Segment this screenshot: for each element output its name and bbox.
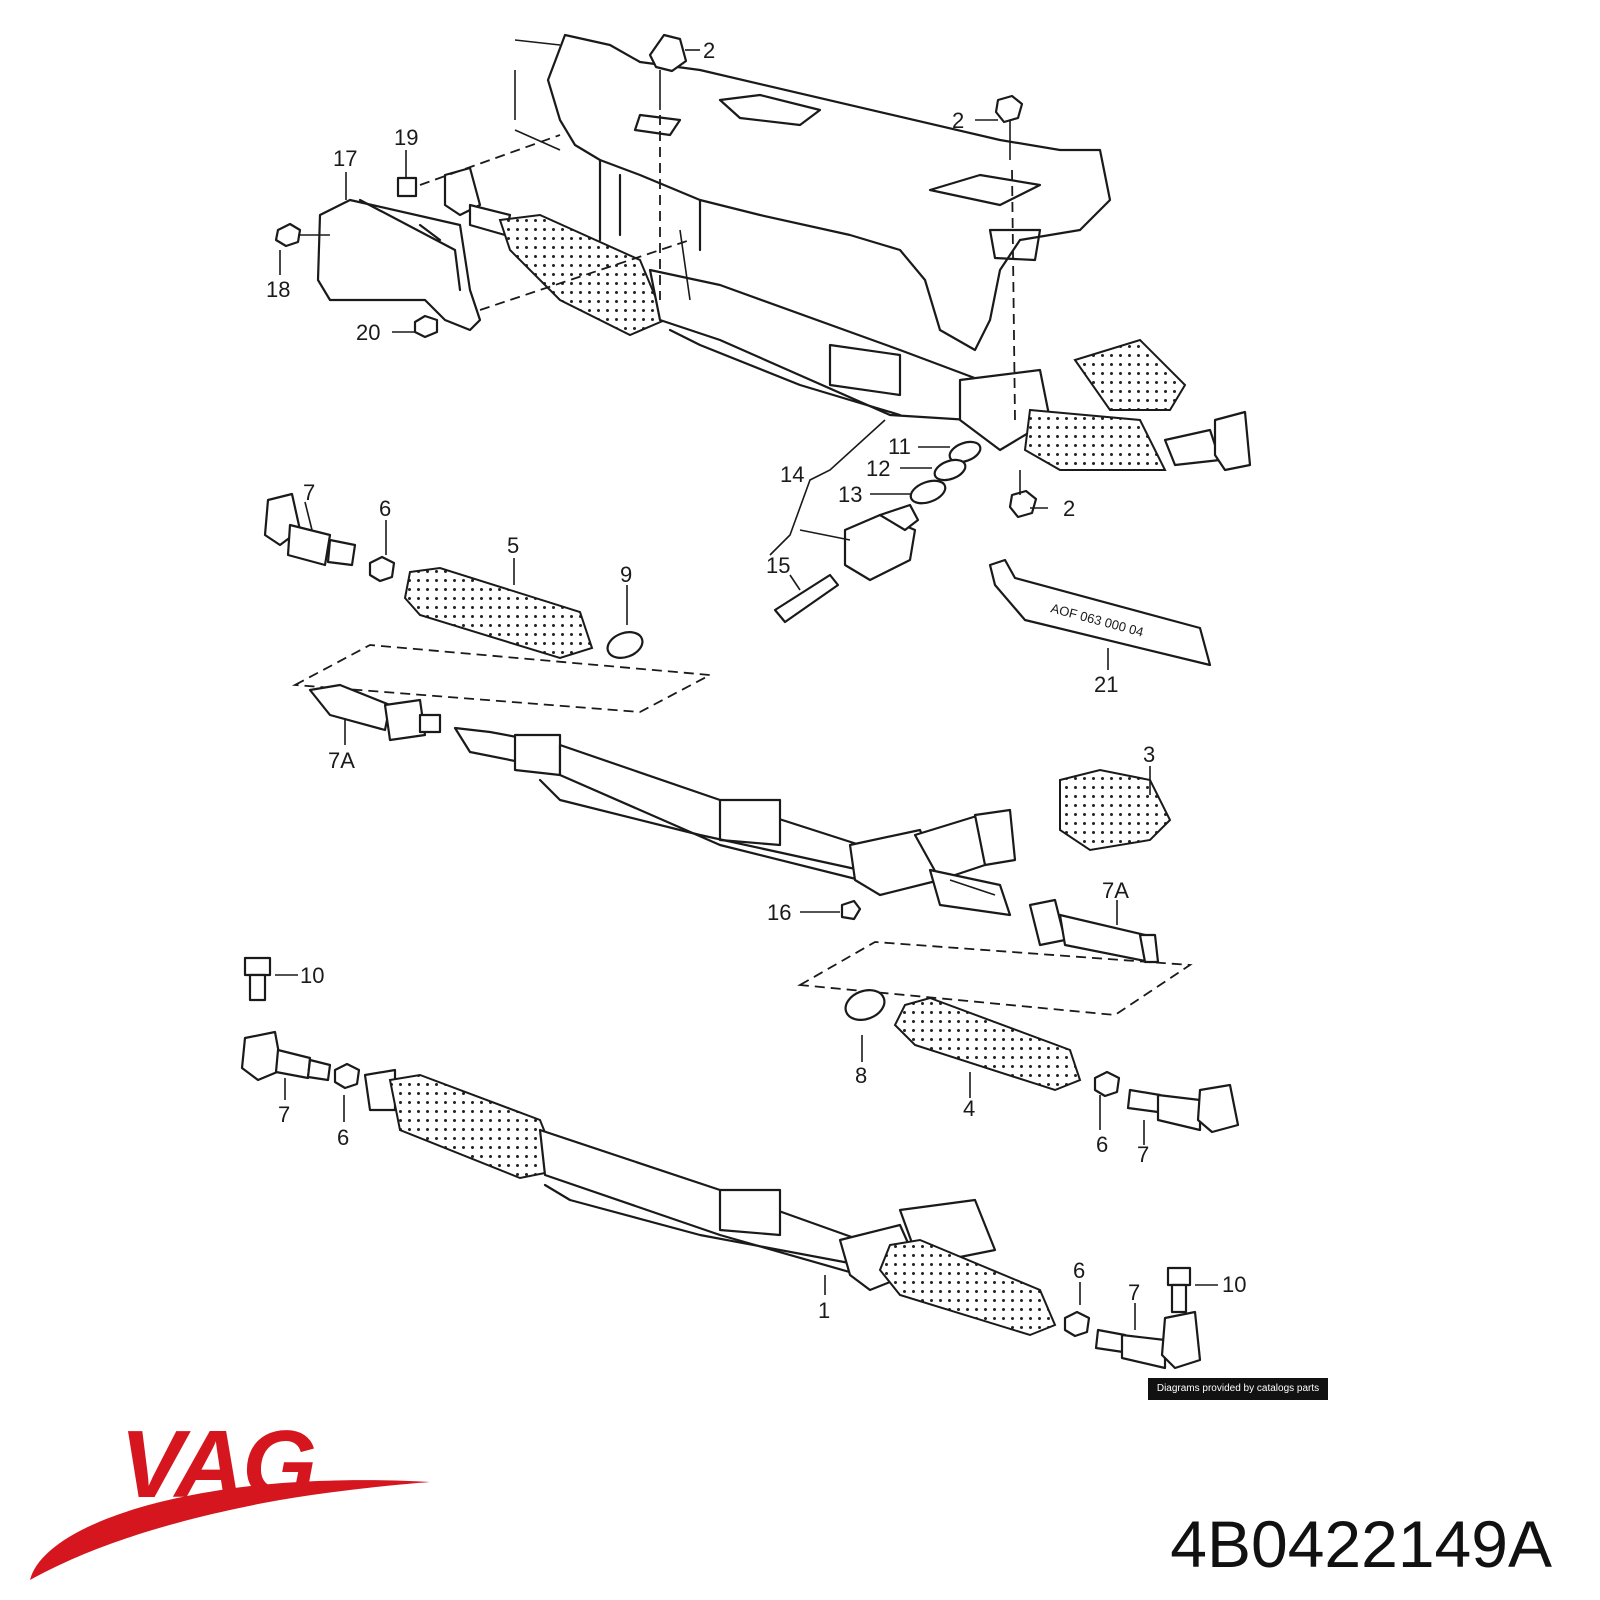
bellows-4 bbox=[893, 996, 1082, 1092]
service-kit-left bbox=[263, 492, 714, 713]
service-kit-right bbox=[844, 989, 1240, 1134]
label-9: 9 bbox=[620, 562, 632, 587]
label-10: 10 bbox=[300, 963, 324, 988]
leader-lines bbox=[275, 49, 1218, 1330]
label-12: 12 bbox=[866, 456, 890, 481]
label-3: 3 bbox=[1143, 742, 1155, 767]
label-7: 7 bbox=[1128, 1280, 1140, 1305]
bellows-right-bottom bbox=[878, 1238, 1057, 1337]
label-5: 5 bbox=[507, 533, 519, 558]
bellows-left-bottom bbox=[388, 1073, 562, 1180]
diagram-credit: Diagrams provided by catalogs parts bbox=[1148, 1378, 1328, 1400]
bellows-left-top bbox=[498, 213, 667, 337]
label-13: 13 bbox=[838, 482, 862, 507]
label-2: 2 bbox=[703, 38, 715, 63]
label-20: 20 bbox=[356, 320, 380, 345]
label-7: 7 bbox=[1137, 1142, 1149, 1167]
label-21: 21 bbox=[1094, 672, 1118, 697]
label-14: 14 bbox=[780, 462, 804, 487]
label-19: 19 bbox=[394, 125, 418, 150]
label-6: 6 bbox=[1096, 1132, 1108, 1157]
label-7: 7 bbox=[278, 1102, 290, 1127]
label-6: 6 bbox=[1073, 1258, 1085, 1283]
callout-labels: 2 2 2 19 17 18 20 11 12 13 14 15 21 7 6 … bbox=[266, 38, 1246, 1323]
vag-logo: VAG bbox=[120, 1411, 317, 1518]
steering-rack-bottom bbox=[363, 1068, 1202, 1370]
label-7: 7 bbox=[303, 480, 315, 505]
steering-rack-middle bbox=[308, 683, 1193, 1016]
label-11: 11 bbox=[888, 434, 911, 459]
label-4: 4 bbox=[963, 1096, 975, 1121]
label-17: 17 bbox=[333, 146, 357, 171]
label-10: 10 bbox=[1222, 1272, 1246, 1297]
bottom-left-parts bbox=[240, 956, 361, 1090]
label-8: 8 bbox=[855, 1063, 867, 1088]
label-2: 2 bbox=[952, 108, 964, 133]
boot-3 bbox=[1059, 768, 1172, 852]
label-18: 18 bbox=[266, 277, 290, 302]
bellows-right-top bbox=[1023, 408, 1167, 471]
boot-right-top bbox=[1073, 338, 1187, 411]
label-2: 2 bbox=[1063, 496, 1075, 521]
vag-logo-swoosh bbox=[30, 1480, 430, 1580]
steering-rack-top bbox=[419, 33, 1252, 624]
label-16: 16 bbox=[767, 900, 791, 925]
label-1: 1 bbox=[818, 1298, 830, 1323]
label-7A: 7A bbox=[328, 748, 355, 773]
label-7A: 7A bbox=[1102, 878, 1129, 903]
label-15: 15 bbox=[766, 553, 790, 578]
grease-tube: AOF 063 000 04 bbox=[988, 558, 1212, 667]
label-6: 6 bbox=[379, 496, 391, 521]
label-6: 6 bbox=[337, 1125, 349, 1150]
part-number: 4B0422149A bbox=[1170, 1507, 1552, 1581]
bellows-5 bbox=[403, 566, 594, 660]
subframe-crossmember bbox=[514, 33, 1112, 352]
